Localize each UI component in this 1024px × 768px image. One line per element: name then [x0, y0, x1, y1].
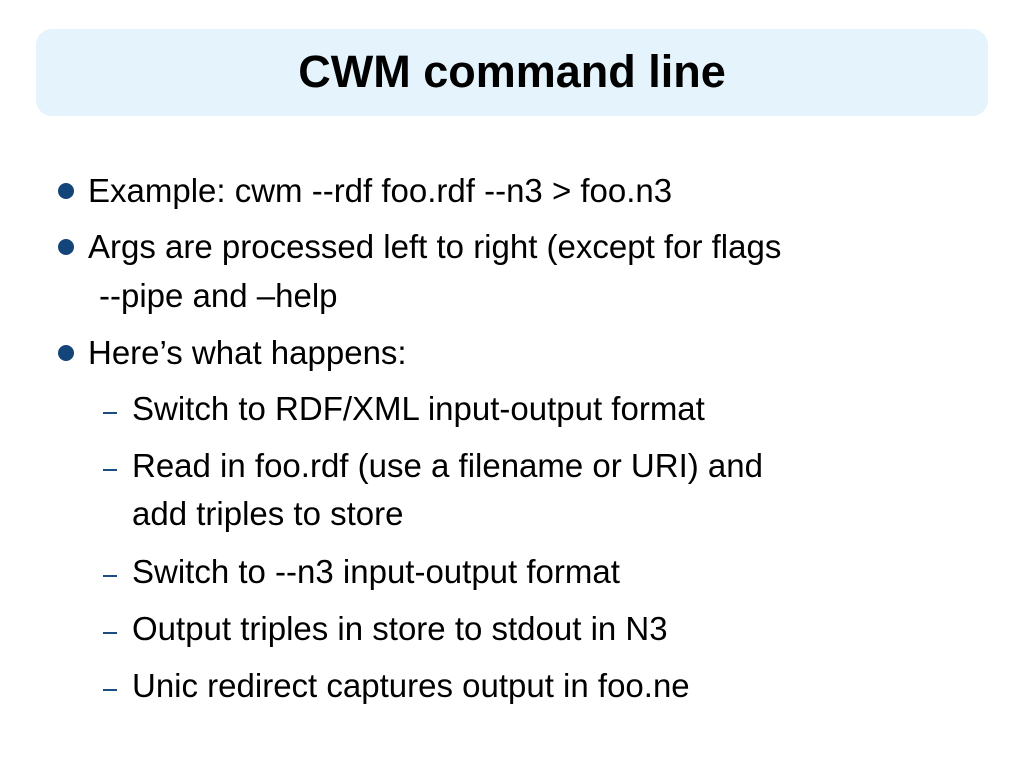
bullet-text-continuation: --pipe and –help — [99, 277, 338, 314]
sub-item-text: Read in foo.rdf (use a filename or URI) … — [132, 447, 763, 484]
bullet-dot-icon — [58, 345, 74, 361]
sub-item-text: Unic redirect captures output in foo.ne — [132, 667, 690, 704]
bullet-dot-icon — [58, 183, 74, 199]
bullet-dot-icon — [58, 239, 74, 255]
bullet-text: Here’s what happens: — [88, 334, 407, 371]
dash-icon — [103, 412, 117, 414]
dash-icon — [103, 632, 117, 634]
sub-item-text: Output triples in store to stdout in N3 — [132, 610, 668, 647]
sub-item-text-continuation: add triples to store — [132, 495, 404, 532]
slide-title: CWM command line — [298, 46, 726, 97]
dash-icon — [103, 689, 117, 691]
dash-icon — [103, 575, 117, 577]
bullet-text: Args are processed left to right (except… — [88, 228, 782, 265]
dash-icon — [103, 469, 117, 471]
bullet-text: Example: cwm --rdf foo.rdf --n3 > foo.n3 — [88, 172, 673, 209]
sub-item-text: Switch to RDF/XML input-output format — [132, 390, 705, 427]
title-banner: CWM command line — [36, 29, 988, 116]
sub-item-text: Switch to --n3 input-output format — [132, 553, 620, 590]
